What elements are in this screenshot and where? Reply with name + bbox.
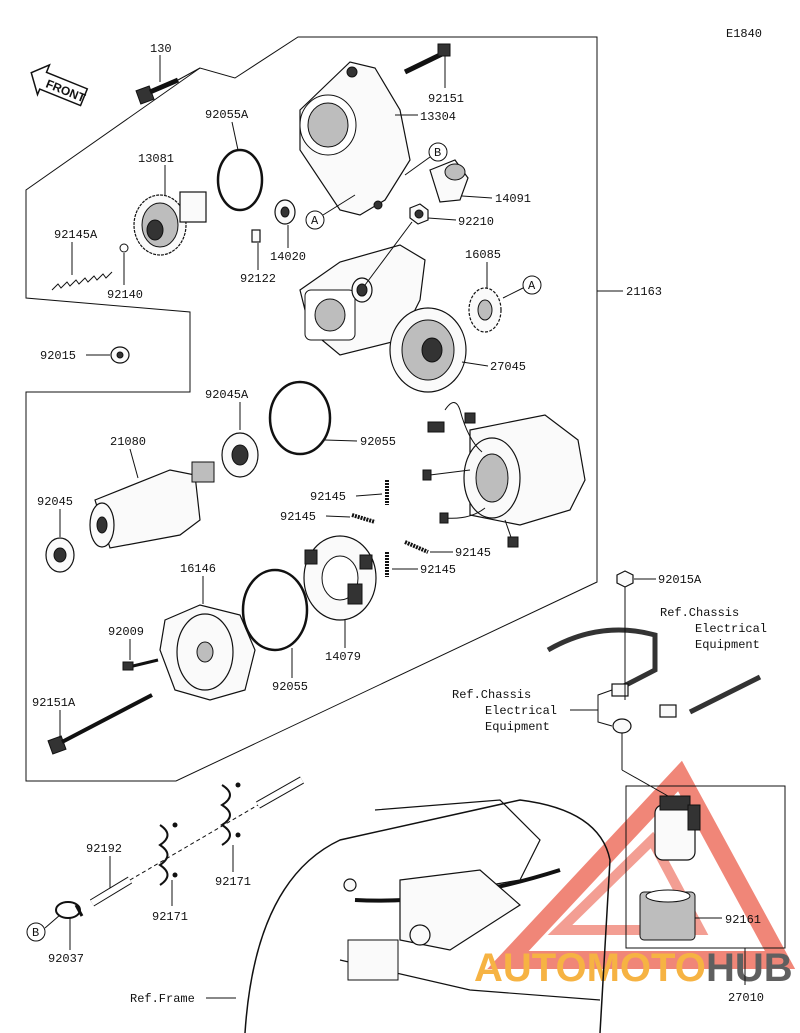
label-92192: 92192 <box>86 842 122 856</box>
label-13304: 13304 <box>420 110 456 124</box>
label-92145-2: 92145 <box>280 510 316 524</box>
label-92055A: 92055A <box>205 108 249 122</box>
label-14020: 14020 <box>270 250 306 264</box>
bearing-92045A <box>221 432 259 478</box>
springs-92145 <box>351 480 429 577</box>
label-92145-3: 92145 <box>455 546 491 560</box>
screw-92009 <box>122 658 159 671</box>
relay-27010 <box>654 795 701 861</box>
label-16146: 16146 <box>180 562 216 576</box>
label-21080: 21080 <box>110 435 146 449</box>
label-14079: 14079 <box>325 650 361 664</box>
label-27010: 27010 <box>728 991 764 1005</box>
label-92145-1: 92145 <box>310 490 346 504</box>
ref-chassis-1-line2: Electrical <box>695 622 767 636</box>
label-92210: 92210 <box>458 215 494 229</box>
watermark-auto: AUTOMOTO <box>474 946 706 990</box>
ball-92140 <box>119 243 129 253</box>
end-frame-27045 <box>389 307 467 393</box>
label-92045: 92045 <box>37 495 73 509</box>
callout-b-upper: B <box>434 146 441 160</box>
relay-outline <box>625 785 786 949</box>
label-92145A: 92145A <box>54 228 98 242</box>
bolt-92151A <box>47 693 153 755</box>
watermark-logo: AUTOMOTO HUB <box>474 760 796 990</box>
label-21163: 21163 <box>626 285 662 299</box>
label-92009: 92009 <box>108 625 144 639</box>
label-92140: 92140 <box>107 288 143 302</box>
label-92015: 92015 <box>40 349 76 363</box>
o-ring-92055-upper <box>268 380 332 456</box>
front-arrow-icon: FRONT <box>30 63 89 107</box>
brush-holder-14079 <box>303 535 377 621</box>
cap-14091 <box>429 159 469 203</box>
ref-chassis-2-line2: Electrical <box>485 704 557 718</box>
label-14091: 14091 <box>495 192 531 206</box>
label-92171-left: 92171 <box>152 910 188 924</box>
washer <box>612 718 632 734</box>
bearing-92045 <box>45 537 75 573</box>
label-92161: 92161 <box>725 913 761 927</box>
ref-chassis-2-line3: Equipment <box>485 720 550 734</box>
clip-92171-right <box>220 782 241 846</box>
label-27045: 27045 <box>490 360 526 374</box>
callout-a-upper: A <box>311 214 319 228</box>
end-cover-16146 <box>159 604 256 701</box>
relay-cover-92161 <box>639 889 696 941</box>
label-92045A: 92045A <box>205 388 249 402</box>
label-130: 130 <box>150 42 172 56</box>
watermark-hub: HUB <box>706 946 793 990</box>
bearing-14020 <box>274 199 296 225</box>
callout-b-lower: B <box>32 926 39 940</box>
label-92145-4: 92145 <box>420 563 456 577</box>
battery-cables <box>546 627 762 718</box>
label-92171-right: 92171 <box>215 875 251 889</box>
frame <box>244 799 611 1033</box>
gear-13081 <box>133 191 207 256</box>
ref-chassis-1-line3: Equipment <box>695 638 760 652</box>
diagram-code: E1840 <box>726 27 762 41</box>
o-ring-92055-lower <box>241 568 309 652</box>
clip-92171-left <box>158 822 178 886</box>
label-92151: 92151 <box>428 92 464 106</box>
ref-frame: Ref.Frame <box>130 992 195 1006</box>
nut-92015A <box>616 570 634 588</box>
bolt-92151 <box>403 43 451 75</box>
label-92122: 92122 <box>240 272 276 286</box>
o-ring-92055A <box>216 148 264 212</box>
label-92151A: 92151A <box>32 696 76 710</box>
pin-92192-upper <box>256 776 304 809</box>
housing-13304 <box>299 61 411 216</box>
spring-92145A <box>51 271 113 291</box>
ref-chassis-1-line1: Ref.Chassis <box>660 606 739 620</box>
label-92015A: 92015A <box>658 573 702 587</box>
motor-yoke <box>422 402 586 548</box>
ref-chassis-2-line1: Ref.Chassis <box>452 688 531 702</box>
pin-92122 <box>251 229 261 243</box>
gear-16085 <box>468 287 502 333</box>
solenoid-housing <box>299 244 426 356</box>
armature-21080 <box>89 461 215 549</box>
label-92037: 92037 <box>48 952 84 966</box>
label-92055-upper: 92055 <box>360 435 396 449</box>
clamp-92037 <box>55 901 84 919</box>
callout-a-right: A <box>528 279 536 293</box>
label-13081: 13081 <box>138 152 174 166</box>
label-16085: 16085 <box>465 248 501 262</box>
pin-92192-lower <box>89 876 133 907</box>
label-92055-lower: 92055 <box>272 680 308 694</box>
bolt-130 <box>135 77 179 105</box>
